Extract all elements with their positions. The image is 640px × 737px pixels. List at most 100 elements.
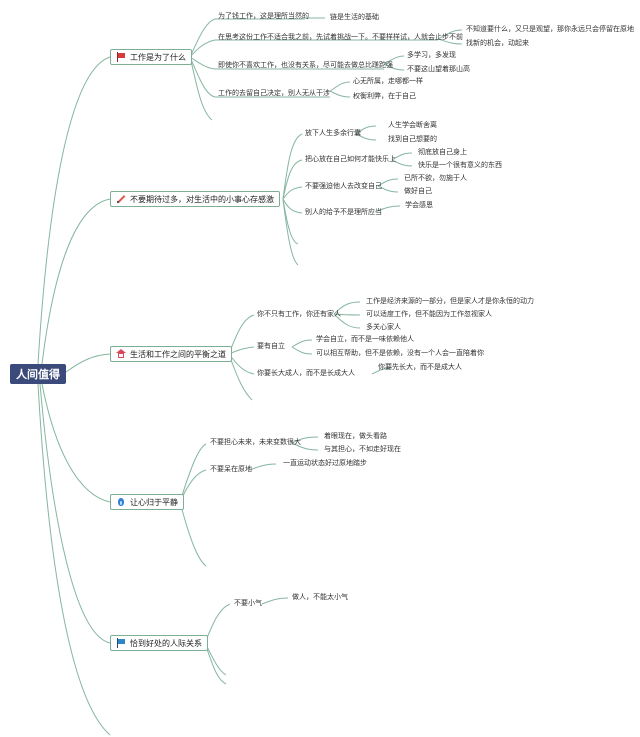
blue-flag-icon: [116, 638, 126, 648]
t1-l2b: [437, 38, 463, 45]
t2-l3b: [377, 185, 399, 193]
t2-b2: [282, 159, 303, 200]
root-link-4: [41, 383, 111, 503]
subtopic[interactable]: 不要小气: [234, 599, 262, 607]
root-topic[interactable]: 人间值得: [10, 364, 66, 384]
leaf[interactable]: 权衡利弊，在于自己: [353, 92, 416, 100]
subtopic[interactable]: 不要呆在原地: [210, 465, 252, 473]
t2-l4: [374, 205, 401, 213]
leaf[interactable]: 快乐是一个很有意义的东西: [418, 161, 502, 169]
t4-l1a: [291, 436, 319, 444]
t3-l2b: [291, 346, 313, 355]
root-link-2: [41, 198, 111, 365]
leaf[interactable]: 心无所属，走哪都一样: [353, 77, 423, 85]
root-link-3: [65, 353, 111, 373]
leaf[interactable]: 做人，不能太小气: [292, 593, 348, 601]
leaf[interactable]: 不要这山望着那山高: [407, 65, 470, 73]
leaf[interactable]: 找到自己想要的: [388, 135, 437, 143]
t1-l3b: [383, 63, 405, 71]
subtopic[interactable]: 别人的给予不是理所应当: [305, 208, 382, 216]
topic-dont-expect-too-much[interactable]: 不要期待过多，对生活中的小事心存感激: [110, 191, 280, 207]
topic-label: 工作是为了什么: [130, 52, 186, 62]
t2-b4: [282, 198, 303, 214]
leaf[interactable]: 工作是经济来源的一部分，但是家人才是你永恒的动力: [366, 297, 534, 305]
t1-l2a: [437, 29, 463, 40]
subtopic[interactable]: 要有自立: [257, 342, 285, 350]
topic-label: 让心归于平静: [130, 497, 178, 507]
root-link-5: [39, 383, 111, 644]
leaf[interactable]: 找新的机会，动起来: [466, 39, 529, 47]
leaf[interactable]: 做好自己: [404, 187, 432, 195]
t3-l1a: [333, 301, 361, 315]
topic-relationships[interactable]: 恰到好处的人际关系: [110, 635, 208, 651]
t1-l4b: [329, 90, 351, 98]
t4-b1: [179, 443, 207, 503]
t2-b1: [282, 133, 303, 200]
t2-b3: [282, 186, 303, 200]
flame-icon: [116, 497, 126, 507]
leaf[interactable]: 学会感恩: [405, 201, 433, 209]
t1-b1: [189, 18, 216, 58]
topic-life-work-balance[interactable]: 生活和工作之间的平衡之道: [110, 346, 232, 362]
t1-b4: [189, 56, 216, 98]
t3-b1: [228, 314, 255, 355]
t1-b5: [189, 56, 213, 121]
t3-b2: [228, 346, 255, 355]
leaf[interactable]: 链是生活的基础: [330, 13, 379, 21]
t4-l2: [249, 463, 277, 471]
subtopic[interactable]: 不要强迫他人去改变自己: [305, 182, 382, 190]
topic-work-purpose[interactable]: 工作是为了什么: [110, 49, 192, 65]
t2-l2b: [391, 159, 413, 167]
root-link-6: [37, 383, 111, 736]
subtopic[interactable]: 工作的去留自己决定，别人无从干涉: [218, 89, 330, 97]
t3-l2a: [291, 339, 313, 348]
subtopic[interactable]: 你要长大成人，而不是长成大人: [257, 369, 355, 377]
leaf[interactable]: 与其担心，不如走好现在: [324, 445, 401, 453]
leaf[interactable]: 一直运动状态好过原地踏步: [283, 459, 367, 467]
t5-b1: [204, 603, 231, 644]
t2-b5: [282, 198, 299, 245]
leaf[interactable]: 你要先长大，而不是成大人: [378, 363, 462, 371]
subtopic[interactable]: 放下人生多余行囊: [305, 129, 361, 137]
t3-b4: [228, 353, 253, 401]
t2-l2a: [391, 152, 413, 161]
t1-branch-underlines: [215, 18, 438, 98]
leaf[interactable]: 不知道要什么，又只是观望，那你永远只会停留在原地: [466, 25, 634, 33]
t3-l3: [371, 367, 393, 375]
topic-label: 生活和工作之间的平衡之道: [130, 349, 226, 359]
root-label: 人间值得: [16, 368, 60, 381]
t1-b3: [189, 56, 216, 70]
t3-l1c: [333, 313, 361, 329]
t4-l1b: [291, 442, 319, 451]
leaf[interactable]: 人生学会断舍离: [388, 121, 437, 129]
leaf[interactable]: 已所不欲，勿施于人: [404, 174, 467, 182]
t4-b3: [179, 501, 207, 567]
leaf[interactable]: 学会自立，而不是一味依赖他人: [316, 335, 414, 343]
t1-l3a: [383, 55, 405, 65]
leaf[interactable]: 多关心家人: [366, 323, 401, 331]
subtopic[interactable]: 为了钱工作，这是理所当然的: [218, 12, 309, 20]
topic-label: 不要期待过多，对生活中的小事心存感激: [130, 194, 274, 204]
topic-calm-heart[interactable]: 让心归于平静: [110, 494, 184, 510]
t3-l1b: [333, 313, 361, 316]
leaf[interactable]: 着眼现在，做头看路: [324, 432, 387, 440]
t5-l1: [261, 597, 289, 605]
t2-b6: [282, 198, 299, 266]
subtopic[interactable]: 你不只有工作，你还有家人: [257, 310, 341, 318]
subtopic[interactable]: 把心放在自己如何才能快乐上: [305, 155, 396, 163]
t2-l1a: [355, 125, 377, 135]
leaf[interactable]: 彻底放自己身上: [418, 148, 467, 156]
leaf[interactable]: 可以相互帮助，但不是依赖，没有一个人会一直陪着你: [316, 349, 484, 357]
red-flag-icon: [116, 52, 126, 62]
subtopic[interactable]: 不要担心未来，未来变数很大: [210, 438, 301, 446]
leaf[interactable]: 多学习，多发现: [407, 51, 456, 59]
t1-l4a: [329, 81, 351, 92]
subtopic[interactable]: 即使你不喜欢工作，也没有关系，尽可能去做总比蹉跎强: [218, 61, 393, 69]
t2-l1b: [355, 133, 377, 141]
t2-l3a: [377, 178, 399, 187]
pencil-icon: [116, 194, 126, 204]
leaf[interactable]: 可以适度工作，但不能因为工作忽视家人: [366, 310, 492, 318]
subtopic[interactable]: 在思考这份工作不适合我之前，先试着挑战一下。不要样样试，人就会止步不前: [218, 33, 463, 41]
house-icon: [116, 349, 126, 359]
root-link-1: [37, 56, 111, 365]
